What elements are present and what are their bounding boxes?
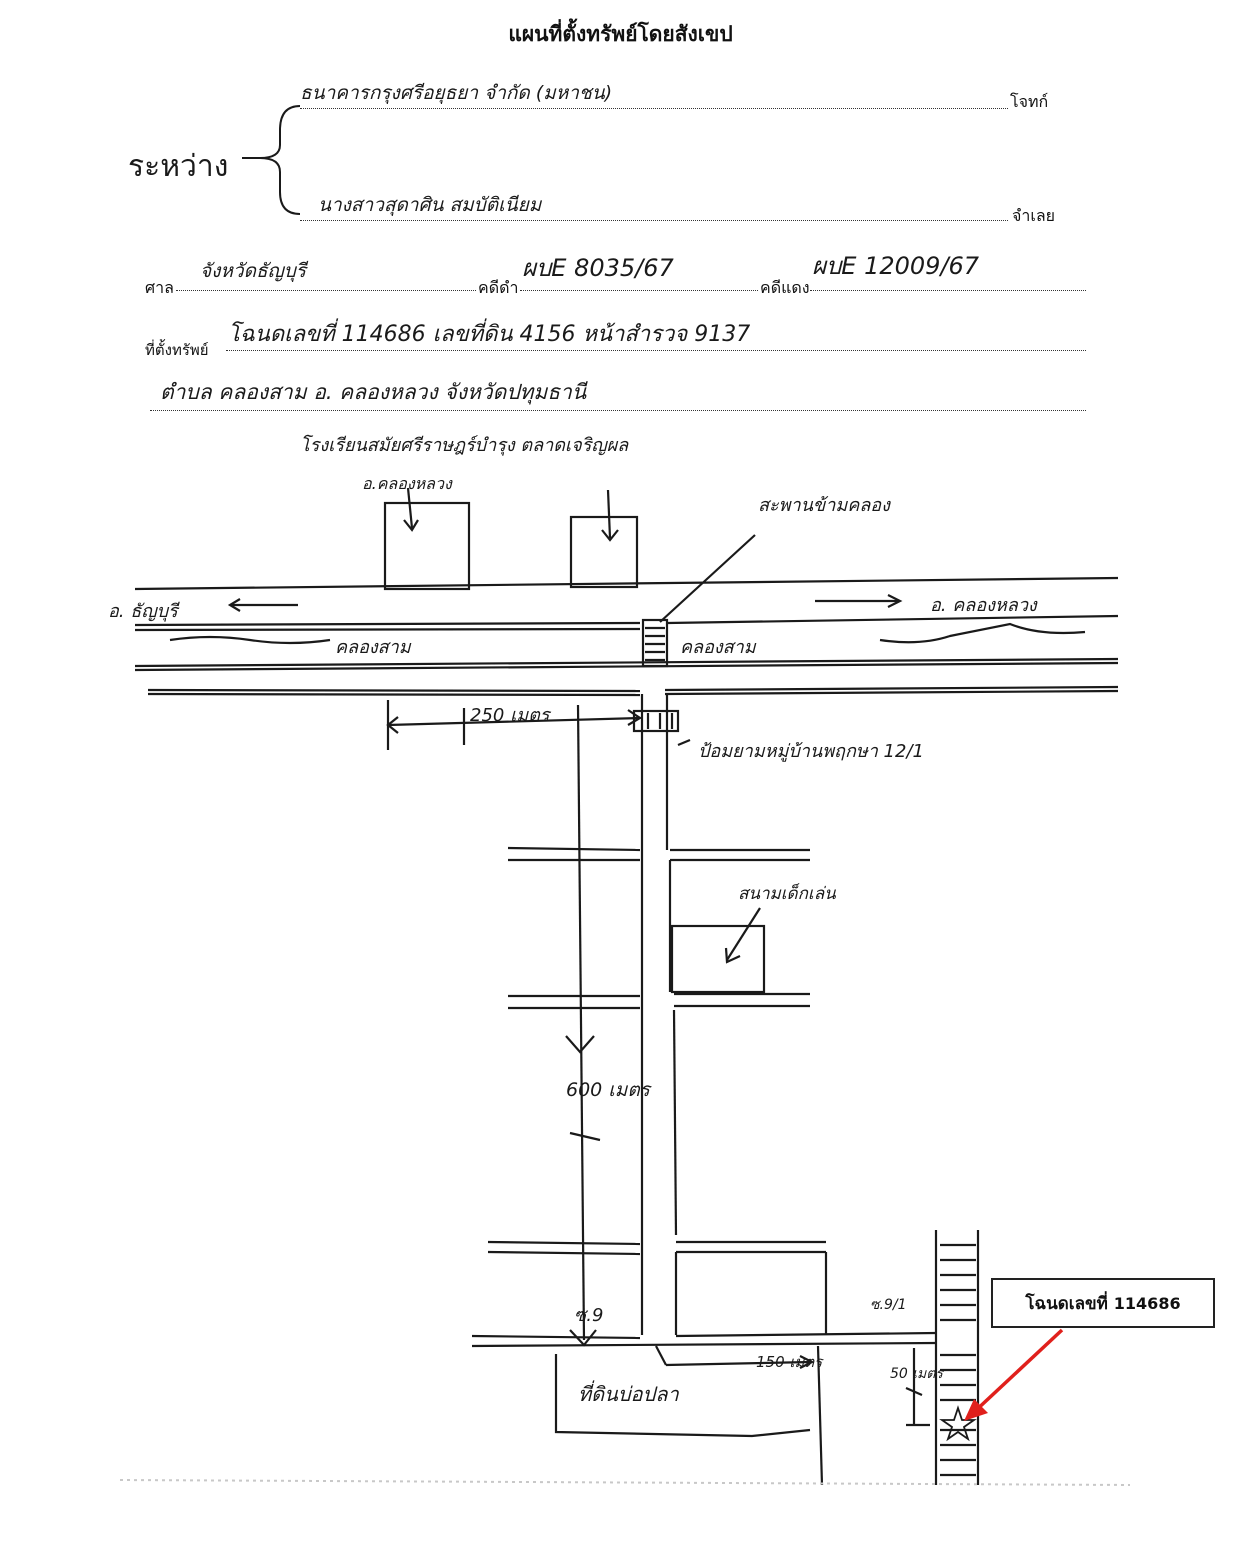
label-dist-150: 150 เมตร [756,1353,823,1371]
plaintiff-name: ธนาคารกรุงศรีอยุธยา จำกัด (มหาชน) [300,82,613,104]
bottom-road-top-right [675,1331,937,1338]
dimension-150 [665,1360,813,1367]
main-road-bottom-right [667,614,1119,625]
school-building [383,501,471,591]
market-building [569,515,639,589]
deed-number-callout: โฉนดเลขที่ 114686 [991,1278,1215,1328]
label-district-note: อ.คลองหลวง [362,474,452,493]
defendant-dotted-line [300,220,1008,221]
property-star-marker [939,1405,977,1442]
callout-prefix: โฉนดเลขที่ [1025,1293,1108,1314]
defendant-name: นางสาวสุดาศิน สมบัติเนียม [318,194,542,216]
label-bridge: สะพานข้ามคลอง [758,495,890,516]
label-dist-600: 600 เมตร [566,1079,650,1101]
label-playground: สนามเด็กเล่น [738,884,836,904]
brace-bracket [242,105,301,215]
scan-edge [119,1479,1131,1486]
fish-pond-land [554,1354,811,1438]
main-road-top [134,576,1119,591]
black-case-label: คดีดำ [478,278,519,297]
label-school-market: โรงเรียนสมัยศรีราษฎร์บำรุง ตลาดเจริญผล [300,435,629,456]
court-name: จังหวัดธัญบุรี [200,260,306,282]
frontage-road-right [664,685,1119,692]
bottom-road-bottom [471,1341,937,1348]
playground-area [670,924,766,994]
property-dotted-line-2 [150,410,1086,411]
bridge-pointer [659,534,756,623]
between-label: ระหว่าง [128,149,229,184]
label-fish-land: ที่ดินบ่อปลา [578,1382,679,1406]
label-canal-right: คลองสาม [680,637,756,658]
defendant-role: จำเลย [1012,206,1056,225]
map-lines [134,487,1119,1486]
main-road-bottom-left [134,621,641,627]
property-pointer-arrow [964,1328,1064,1421]
market-arrow [606,489,612,539]
label-to-khlong-luang: อ. คลองหลวง [930,595,1037,616]
black-case-no: ผบE 8035/67 [522,254,674,282]
label-soi-9: ซ.9 [574,1305,604,1326]
dimension-250 [387,716,641,727]
plaintiff-dotted-line [300,108,1008,109]
dimension-600 [576,704,586,1341]
side-soi-3-left [487,1240,641,1246]
property-line-1: โฉนดเลขที่ 114686 เลขที่ดิน 4156 หน้าสำร… [228,322,751,347]
frontage-road-left [147,688,641,693]
plaintiff-role: โจทก์ [1010,92,1049,111]
label-soi-9-1: ซ.9/1 [870,1297,907,1313]
property-location-label: ที่ตั้งทรัพย์ [145,341,209,359]
red-case-label: คดีแดง [760,278,810,297]
label-to-thanyaburi: อ. ธัญบุรี [108,601,178,622]
red-case-no: ผบE 12009/67 [812,252,980,280]
canal-wave-right [879,622,1086,644]
page-title: แผนที่ตั้งทรัพย์โดยสังเขป [508,22,733,46]
callout-number: 114686 [1113,1293,1181,1313]
bottom-road-top-left [471,1334,641,1340]
property-dotted-line-1 [226,350,1086,351]
red-case-dotted-line [810,290,1086,291]
canal-bottom [134,657,1119,668]
property-line-2: ตำบล คลองสาม อ. คลองหลวง จังหวัดปทุมธานี [160,380,587,404]
court-dotted-line [176,290,476,291]
side-soi-1-left [507,846,641,852]
court-label: ศาล [145,278,174,297]
black-case-dotted-line [520,290,758,291]
canal-bridge [641,618,669,668]
label-canal-left: คลองสาม [335,637,411,658]
label-village-entrance: ป้อมยามหมู่บ้านพฤกษา 12/1 [698,741,924,762]
school-arrow [406,487,414,529]
canal-wave-left [169,635,331,645]
label-dist-50: 50 เมตร [890,1366,943,1382]
label-dist-250: 250 เมตร [470,705,550,726]
